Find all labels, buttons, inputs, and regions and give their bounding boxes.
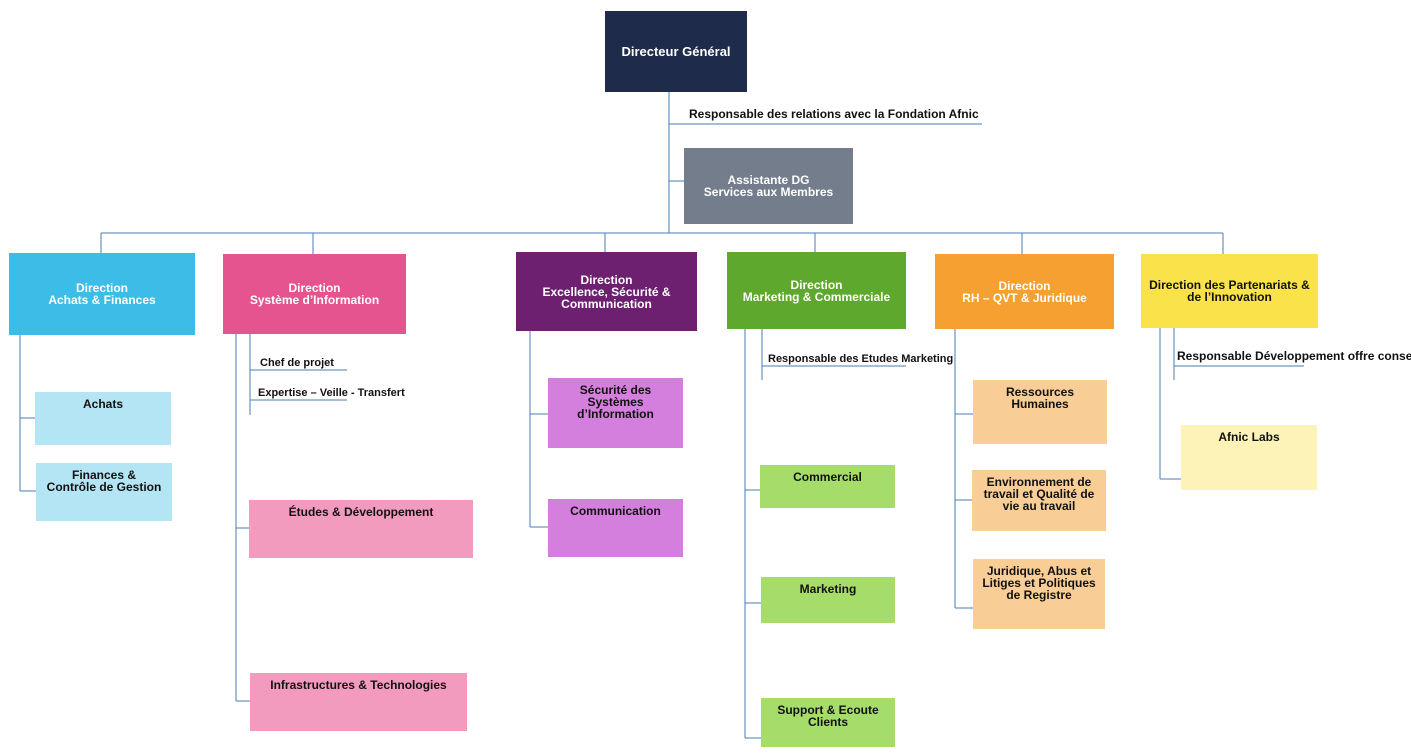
label-offre-conseil: Responsable Développement offre conseil [1177,349,1411,363]
box-marketing: Marketing [761,577,895,623]
label-etudes-marketing: Responsable des Etudes Marketing [768,353,954,365]
box-afnic-labs: Afnic Labs [1181,425,1317,490]
label-fondation: Responsable des relations avec la Fondat… [689,107,979,121]
label-expertise: Expertise – Veille - Transfert [258,387,405,399]
box-infrastructures: Infrastructures & Technologies [250,673,467,731]
box-direction-si: Direction Système d’Information [223,254,406,334]
box-direction-achats-finances: Direction Achats & Finances [9,253,195,335]
box-support-ecoute: Support & Ecoute Clients [761,698,895,747]
box-direction-partenariats: Direction des Partenariats & de l’Innova… [1141,254,1318,328]
box-ressources-humaines: Ressources Humaines [973,380,1107,444]
box-achats: Achats [35,392,171,445]
box-direction-marketing: Direction Marketing & Commerciale [727,252,906,329]
box-etudes-developpement: Études & Développement [249,500,473,558]
box-environnement-qvt: Environnement de travail et Qualité de v… [972,470,1106,531]
box-commercial: Commercial [760,465,895,508]
box-juridique: Juridique, Abus et Litiges et Politiques… [973,559,1105,629]
box-finances-controle: Finances & Contrôle de Gestion [36,463,172,521]
box-direction-excellence: Direction Excellence, Sécurité & Communi… [516,252,697,331]
label-chef-de-projet: Chef de projet [260,357,334,369]
box-direction-rh: Direction RH – QVT & Juridique [935,254,1114,329]
box-directeur-general: Directeur Général [605,11,747,92]
box-securite-si: Sécurité des Systèmes d’Information [548,378,683,448]
box-assistante-dg: Assistante DG Services aux Membres [684,148,853,224]
box-communication: Communication [548,499,683,557]
